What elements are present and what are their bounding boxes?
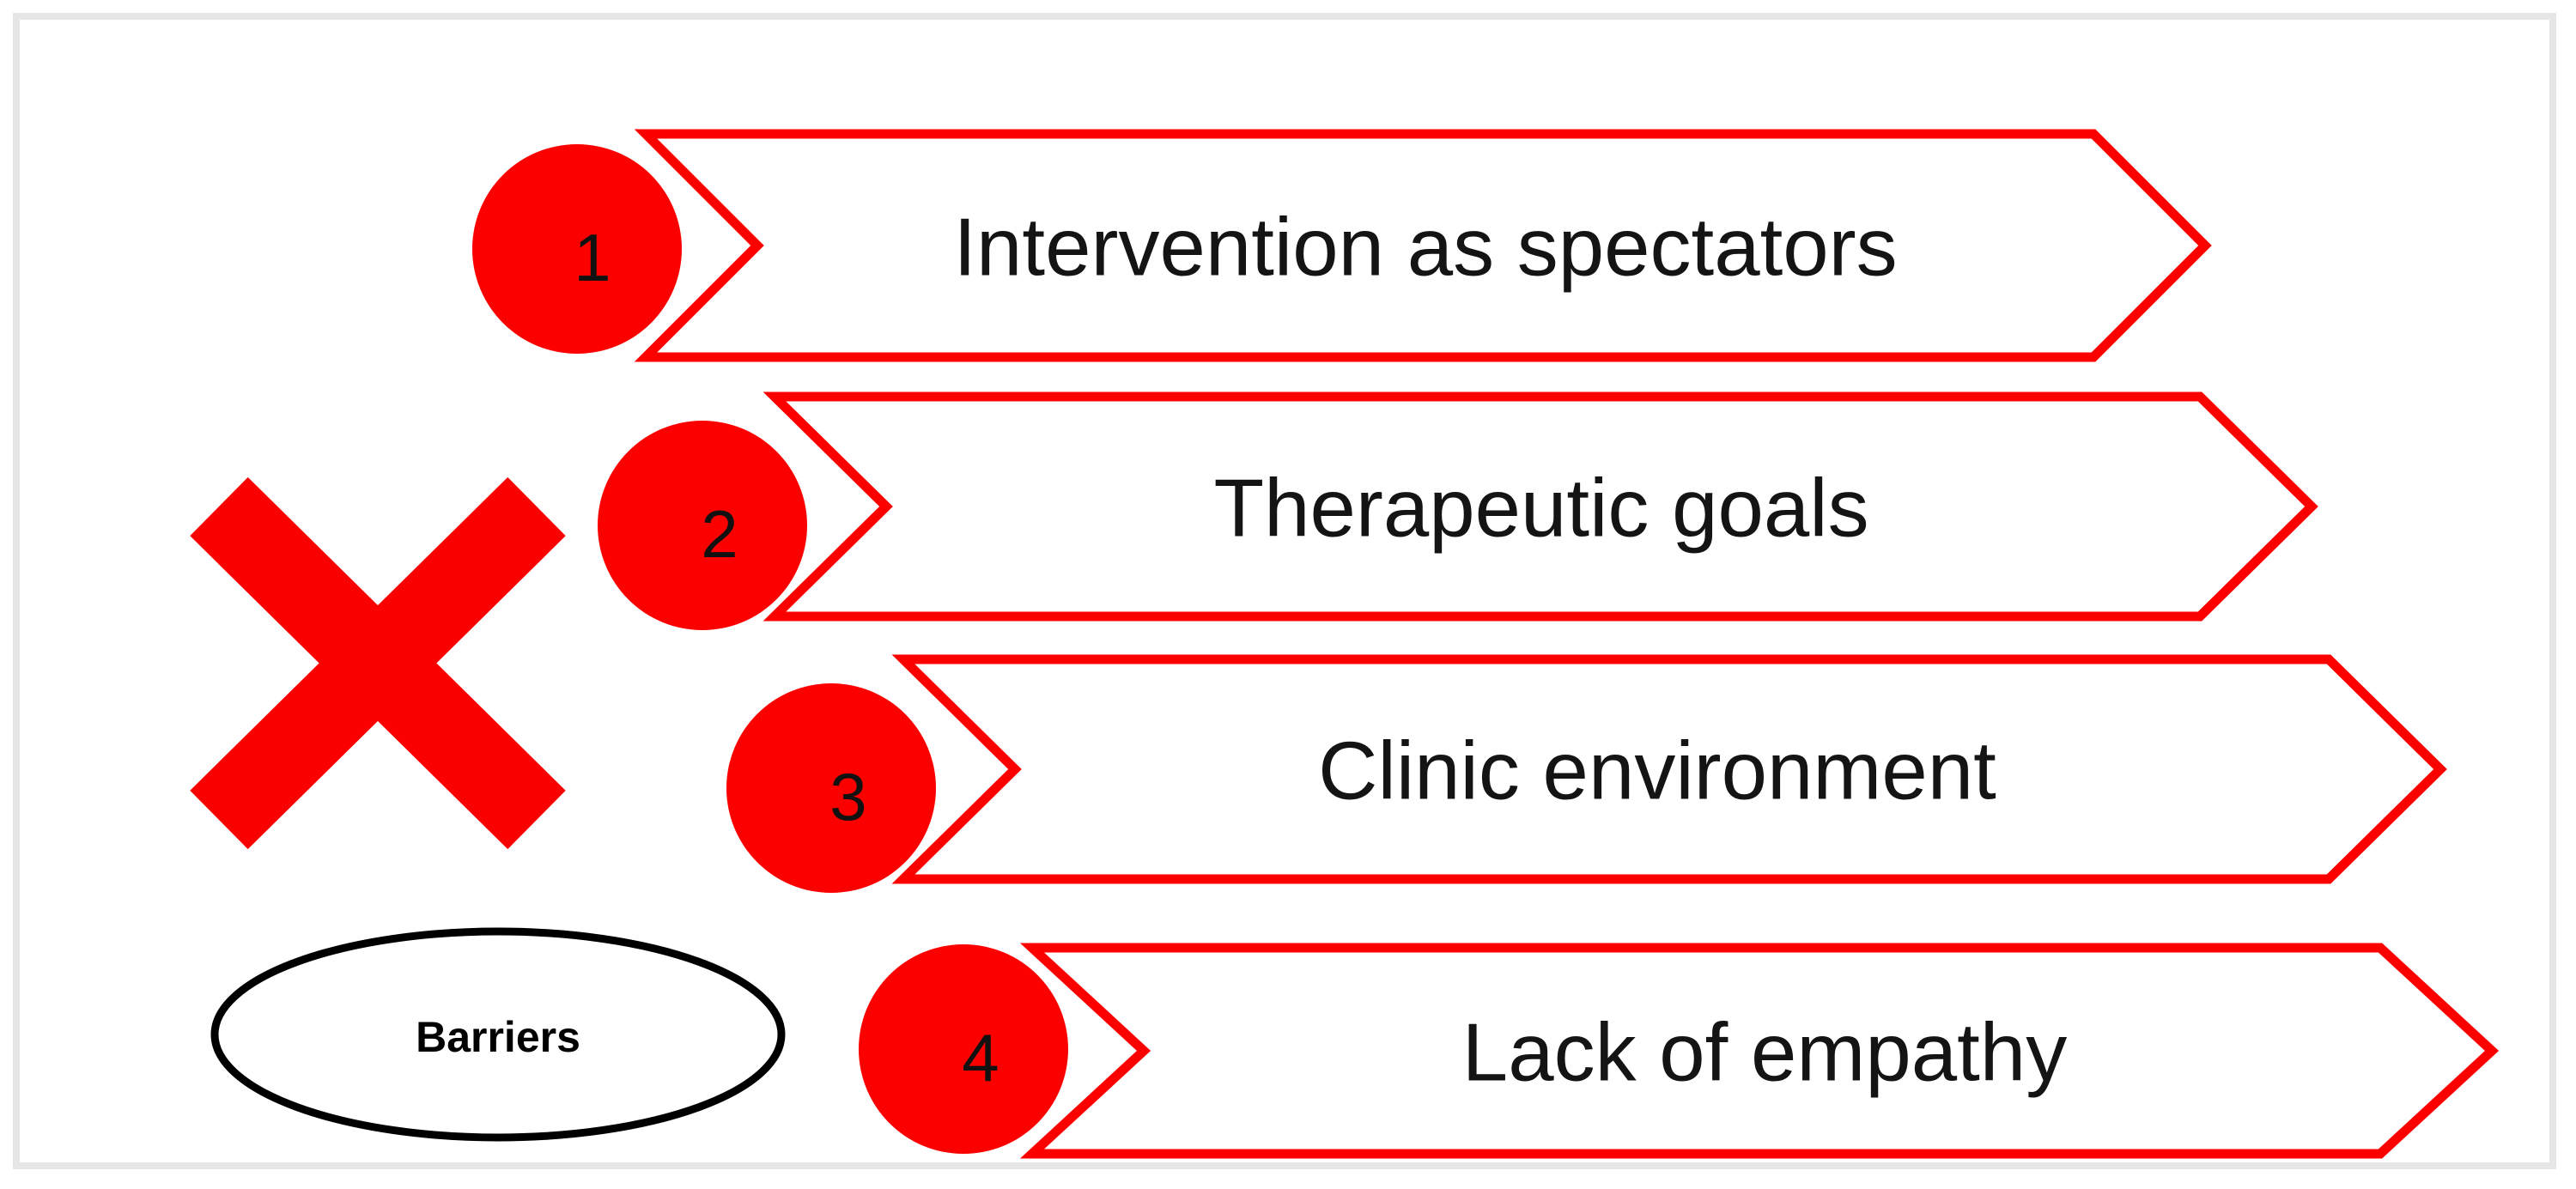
barriers-node[interactable]: Barriers — [210, 927, 786, 1142]
chevron-row-1[interactable]: Intervention as spectators — [634, 129, 2212, 362]
chevron-label-2: Therapeutic goals — [1213, 463, 1868, 555]
step-circle-2 — [598, 421, 807, 630]
step-number-2: 2 — [701, 496, 738, 572]
step-badge-3[interactable]: 3 — [726, 683, 936, 893]
chevron-label-1: Intervention as spectators — [953, 202, 1897, 294]
barriers-ellipse — [210, 927, 786, 1142]
chevron-shape-4 — [1019, 943, 2500, 1159]
chevron-row-4[interactable]: Lack of empathy — [1019, 943, 2500, 1159]
chevron-shape-3 — [891, 654, 2447, 884]
step-number-4: 4 — [962, 1020, 999, 1095]
chevron-shape-1 — [634, 129, 2212, 362]
step-badge-2[interactable]: 2 — [598, 421, 807, 630]
chevron-label-4: Lack of empathy — [1462, 1007, 2067, 1099]
step-circle-4 — [859, 944, 1068, 1154]
chevron-shape-2 — [762, 391, 2318, 622]
step-number-3: 3 — [829, 759, 866, 834]
step-badge-1[interactable]: 1 — [472, 144, 682, 354]
step-circle-1 — [472, 144, 682, 354]
red-x-mark — [190, 476, 566, 850]
step-badge-4[interactable]: 4 — [859, 944, 1068, 1154]
step-circle-3 — [726, 683, 936, 893]
chevron-label-3: Clinic environment — [1318, 725, 1996, 817]
chevron-row-3[interactable]: Clinic environment — [891, 654, 2447, 884]
step-number-1: 1 — [574, 220, 611, 295]
barriers-label: Barriers — [416, 1013, 580, 1061]
chevron-row-2[interactable]: Therapeutic goals — [762, 391, 2318, 622]
